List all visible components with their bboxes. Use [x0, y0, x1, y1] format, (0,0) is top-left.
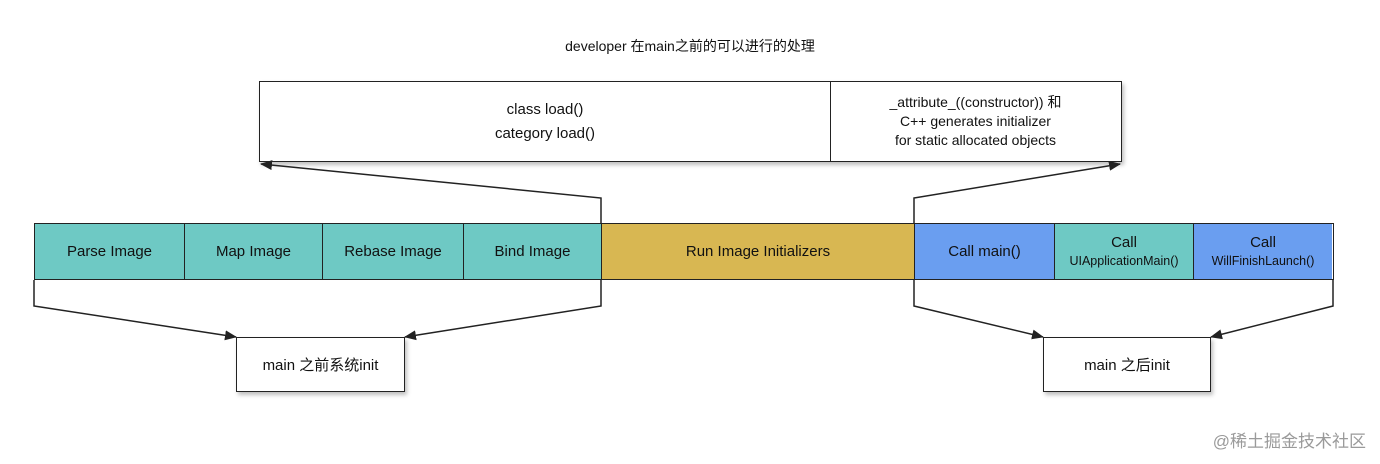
stage-call-uiapplicationmain: Call UIApplicationMain()	[1055, 224, 1194, 279]
arrow-left-to-pre-main	[33, 280, 237, 341]
arrow-to-initializers	[913, 160, 1121, 223]
cpp-initializer-text: C++ generates initializer	[900, 113, 1051, 129]
static-objects-text: for static allocated objects	[894, 132, 1057, 148]
category-load-text: category load()	[494, 124, 596, 142]
post-main-label: main 之后init	[1084, 357, 1170, 374]
stage-label: Rebase Image	[344, 242, 442, 260]
load-methods-cell: class load() category load()	[260, 82, 830, 161]
stage-call-main: Call main()	[915, 224, 1055, 279]
arrow-left-to-post-main	[913, 280, 1044, 340]
stage-bind-image: Bind Image	[464, 224, 602, 279]
class-load-text: class load()	[506, 100, 584, 118]
stage-sublabel: WillFinishLaunch()	[1211, 253, 1315, 268]
arrow-right-to-pre-main	[404, 280, 602, 341]
launch-stage-bar: Parse Image Map Image Rebase Image Bind …	[34, 223, 1334, 280]
stage-label: Call	[1111, 233, 1137, 251]
stage-rebase-image: Rebase Image	[323, 224, 464, 279]
stage-label: Map Image	[215, 242, 292, 260]
watermark: @稀土掘金技术社区	[1212, 432, 1366, 451]
stage-label: Call main()	[948, 242, 1021, 260]
stage-parse-image: Parse Image	[35, 224, 185, 279]
stage-call-willfinishlaunch: Call WillFinishLaunch()	[1194, 224, 1332, 279]
developer-hooks-box: class load() category load() _attribute_…	[259, 81, 1122, 162]
constructor-attribute-text: _attribute_((constructor)) 和	[889, 94, 1062, 110]
pre-main-system-init-box: main 之前系统init	[236, 337, 405, 392]
pre-main-label: main 之前系统init	[262, 357, 379, 374]
stage-label: Bind Image	[494, 242, 571, 260]
diagram-title: developer 在main之前的可以进行的处理	[565, 38, 815, 54]
stage-label: Call	[1250, 233, 1276, 251]
stage-label: Run Image Initializers	[685, 242, 831, 260]
arrow-to-load-methods	[260, 160, 602, 223]
stage-sublabel: UIApplicationMain()	[1069, 253, 1179, 268]
stage-map-image: Map Image	[185, 224, 323, 279]
initializers-cell: _attribute_((constructor)) 和 C++ generat…	[830, 82, 1120, 161]
arrow-right-to-post-main	[1210, 280, 1334, 340]
post-main-init-box: main 之后init	[1043, 337, 1211, 392]
stage-label: Parse Image	[66, 242, 153, 260]
stage-run-image-initializers: Run Image Initializers	[602, 224, 915, 279]
